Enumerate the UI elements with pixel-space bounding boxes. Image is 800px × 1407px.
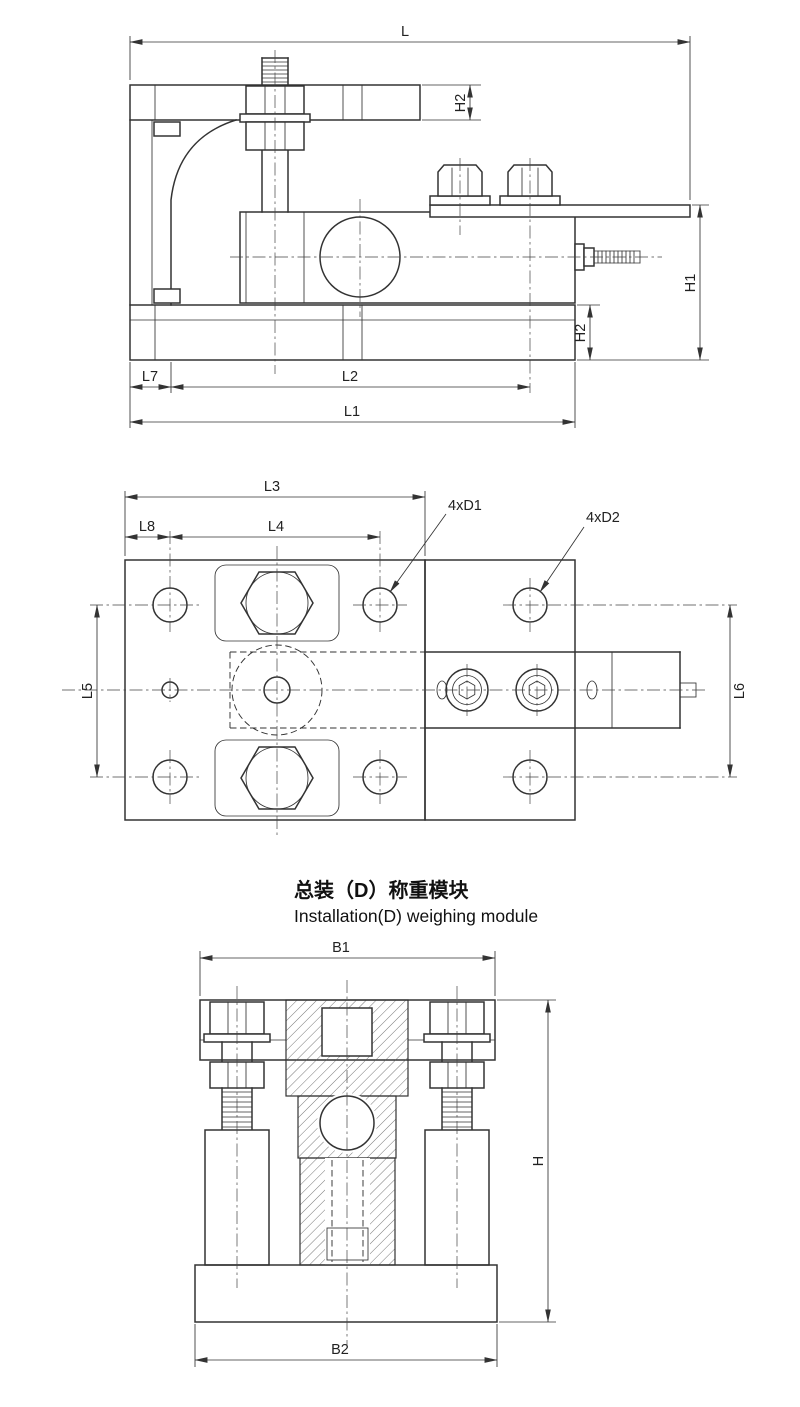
dim-L: L bbox=[129, 24, 691, 200]
title-chinese: 总装（D）称重模块 bbox=[294, 878, 469, 902]
dim-B2: B2 bbox=[194, 1324, 498, 1367]
dim-L3: L3 bbox=[124, 479, 426, 556]
dim-label-L7: L7 bbox=[142, 369, 158, 385]
side-elevation-view: L H2 H1 H2 L7 L bbox=[129, 24, 709, 428]
front-elevation-view: B1 H B2 bbox=[194, 940, 556, 1367]
dim-label-L1: L1 bbox=[344, 404, 360, 420]
dim-label-L: L bbox=[401, 24, 409, 40]
dim-L8-L4: L8 L4 bbox=[124, 519, 381, 632]
plan-view: L3 L8 L4 4xD1 4xD2 L5 L6 bbox=[62, 479, 748, 836]
mounting-bolts bbox=[429, 164, 561, 206]
dim-H2-bottom: H2 bbox=[573, 304, 600, 361]
dim-label-L5: L5 bbox=[80, 683, 96, 699]
callout-label-4xD1: 4xD1 bbox=[448, 498, 482, 514]
dim-label-B1: B1 bbox=[332, 940, 350, 956]
dim-label-L3: L3 bbox=[264, 479, 280, 495]
dim-label-L2: L2 bbox=[342, 369, 358, 385]
dim-L6: L6 bbox=[727, 604, 748, 778]
pedestal-insert bbox=[326, 1227, 369, 1261]
base-plate bbox=[129, 304, 576, 361]
callout-4xD1: 4xD1 bbox=[389, 498, 482, 593]
dim-L5: L5 bbox=[80, 604, 100, 778]
dim-L7-L2-L1: L7 L2 L1 bbox=[129, 362, 576, 428]
dim-label-H: H bbox=[531, 1156, 547, 1166]
center-pedestal bbox=[299, 1157, 396, 1266]
dim-label-H2-bottom: H2 bbox=[573, 324, 589, 343]
title-english: Installation(D) weighing module bbox=[294, 906, 538, 926]
dim-B1: B1 bbox=[199, 940, 496, 996]
load-cell-body bbox=[239, 211, 576, 304]
front-view-centerlines bbox=[236, 980, 458, 1346]
dim-label-L6: L6 bbox=[732, 683, 748, 699]
dim-H2-top: H2 bbox=[422, 84, 481, 121]
dim-label-L8: L8 bbox=[139, 519, 155, 535]
dim-label-B2: B2 bbox=[331, 1342, 349, 1358]
d1-holes bbox=[152, 587, 398, 795]
front-bottom-plate bbox=[194, 1264, 498, 1323]
dim-H: H bbox=[497, 999, 556, 1323]
title-block: 总装（D）称重模块 Installation(D) weighing modul… bbox=[294, 878, 538, 926]
dim-label-L4: L4 bbox=[268, 519, 284, 535]
dim-label-H1: H1 bbox=[683, 274, 699, 293]
left-bracket bbox=[129, 119, 237, 306]
side-view-centerlines bbox=[230, 50, 662, 393]
dim-H1: H1 bbox=[577, 204, 709, 361]
right-mounting-plate bbox=[429, 204, 691, 218]
plan-view-centerlines bbox=[62, 546, 737, 836]
dim-label-H2-top: H2 bbox=[453, 94, 469, 113]
callout-label-4xD2: 4xD2 bbox=[586, 510, 620, 526]
callout-4xD2: 4xD2 bbox=[539, 510, 620, 593]
